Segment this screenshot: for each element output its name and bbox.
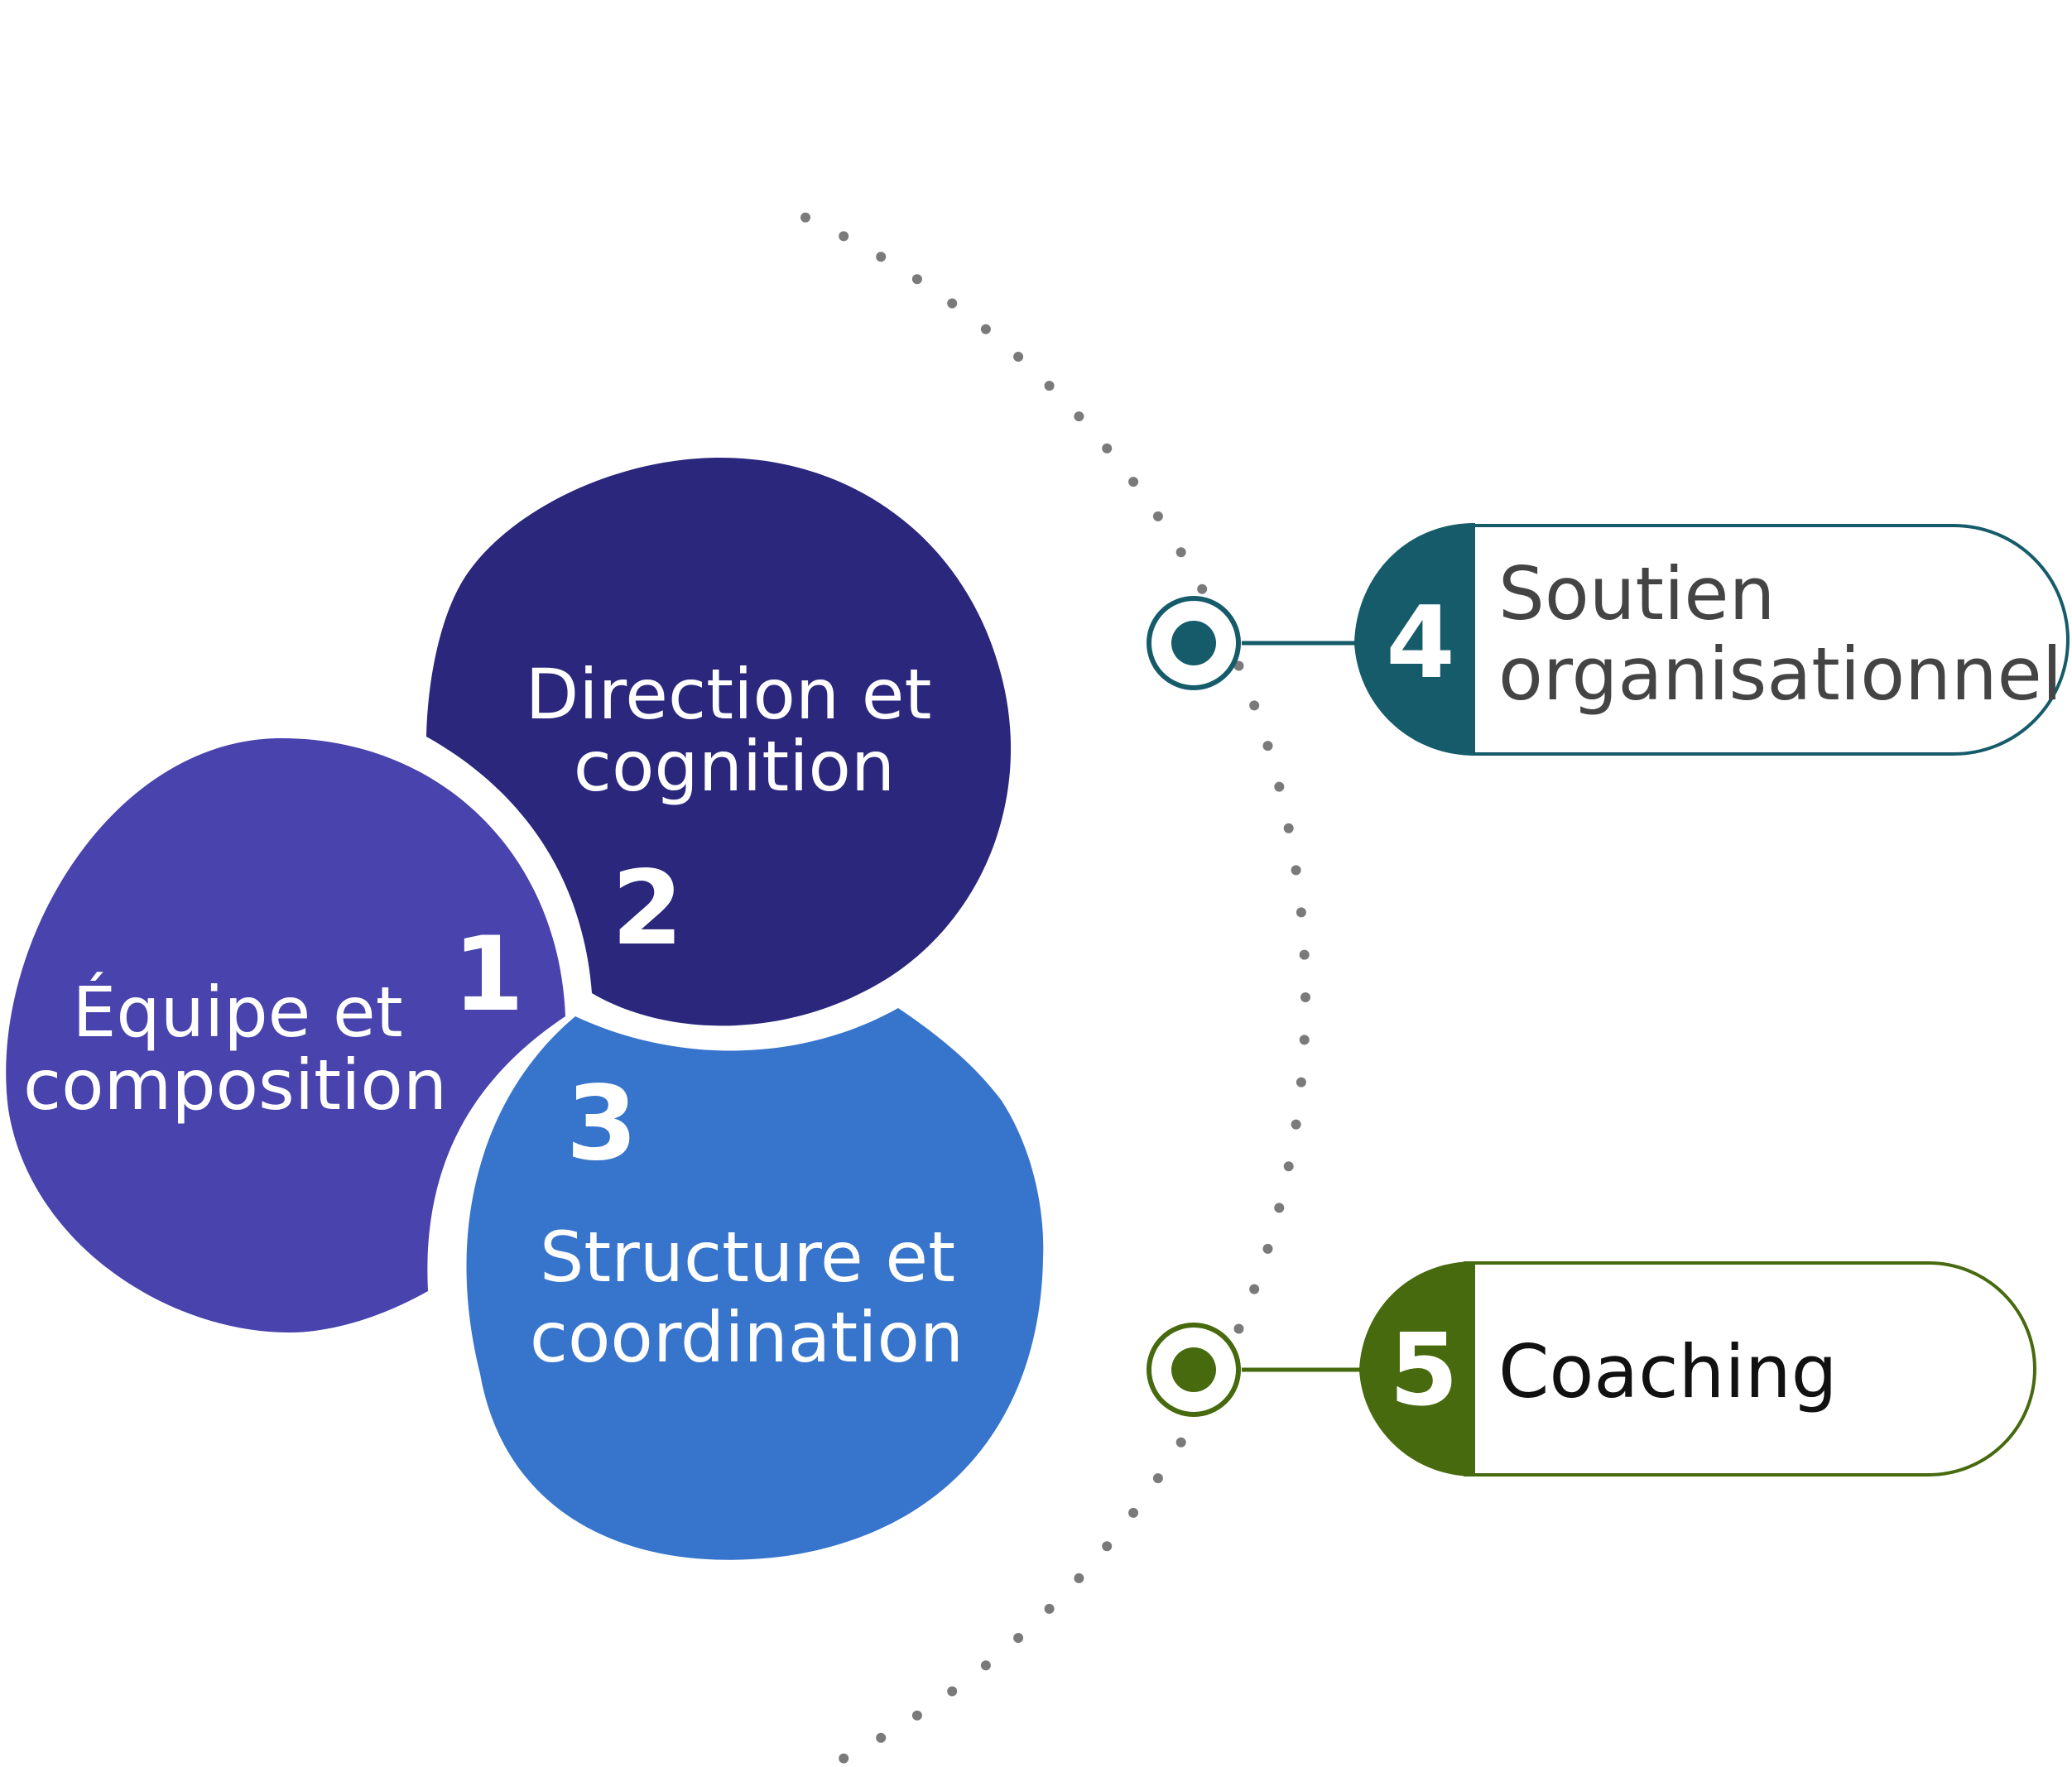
arc-dot [1152,511,1163,521]
blob-structure-coordination [466,1008,1044,1560]
arc-dot [1299,949,1310,960]
arc-dot [1296,1077,1306,1088]
arc-dot [1299,1035,1310,1045]
arc-dot [1175,1437,1186,1448]
pill-number-cap [1354,523,1475,756]
pill4-line2: organisationnel [1498,631,2062,717]
blob1-line2: composition [23,1044,447,1126]
blob-direction-cognition [426,458,1012,1026]
blob2-number: 2 [612,849,683,968]
arc-dot [1291,865,1301,876]
arc-dot [1102,1541,1113,1552]
pill-soutien-organisationnel: 4 Soutien organisationnel [1147,523,2070,756]
arc-dot [1013,352,1024,362]
blob1-number: 1 [453,915,524,1035]
arc-dot [1044,381,1055,391]
arc-dot [876,1732,887,1743]
blob3-line2: coordination [530,1297,964,1378]
arc-dot [876,252,887,262]
pill-number-cap [1359,1261,1475,1477]
arc-dot [1013,1633,1024,1643]
arc-dot [1249,1284,1260,1294]
pill4-line1: Soutien [1498,551,1775,636]
arc-dot [911,1710,922,1721]
arc-dot [1262,741,1273,751]
arc-dot [839,231,849,242]
arc-dot [1283,823,1294,833]
arc-dot [1128,1507,1139,1518]
arc-dot [1300,992,1310,1002]
arc-dot [1197,583,1208,594]
pill-outline [1464,1261,2036,1477]
blob3-line1: Structure et [540,1217,955,1298]
blob1-line1: Équipe et [72,972,402,1053]
blob2-line1: Direction et [526,654,932,735]
arc-dot [1296,907,1306,918]
arc-dot [1233,660,1244,671]
pill4-number: 4 [1386,586,1455,701]
arc-dot [1291,1119,1301,1130]
arc-dot [1044,1603,1055,1614]
arc-dot [1128,477,1139,487]
pill-coaching: 5 Coaching [1147,1261,2036,1477]
arc-dot [1262,1243,1273,1254]
arc-dot [1074,1573,1084,1583]
arc-dot [1102,443,1113,454]
arc-dot [1274,1203,1285,1213]
arc-dot [1274,781,1285,792]
target-node-center [1171,621,1216,665]
blob2-line2: cognition [574,726,895,807]
target-node-center [1171,1347,1216,1392]
arc-dot [980,324,991,334]
pill5-number: 5 [1389,1313,1459,1428]
arc-dot [1074,411,1084,422]
arc-dot [1283,1161,1294,1172]
arc-dot [1175,547,1186,558]
arc-dot [839,1753,849,1764]
arc-dot [947,1686,958,1697]
blob-equipe-composition [6,738,566,1332]
dotted-arc [800,212,1310,1764]
arc-dot [1233,1323,1244,1334]
arc-dot [911,274,922,285]
pill-outline [1472,524,2070,756]
blob3-number: 3 [566,1064,637,1184]
arc-dot [1249,700,1260,711]
arc-dot [800,212,810,223]
arc-dot [1152,1473,1163,1484]
arc-dot [947,298,958,309]
pill5-line1: Coaching [1498,1329,1837,1414]
arc-dot [980,1660,991,1671]
